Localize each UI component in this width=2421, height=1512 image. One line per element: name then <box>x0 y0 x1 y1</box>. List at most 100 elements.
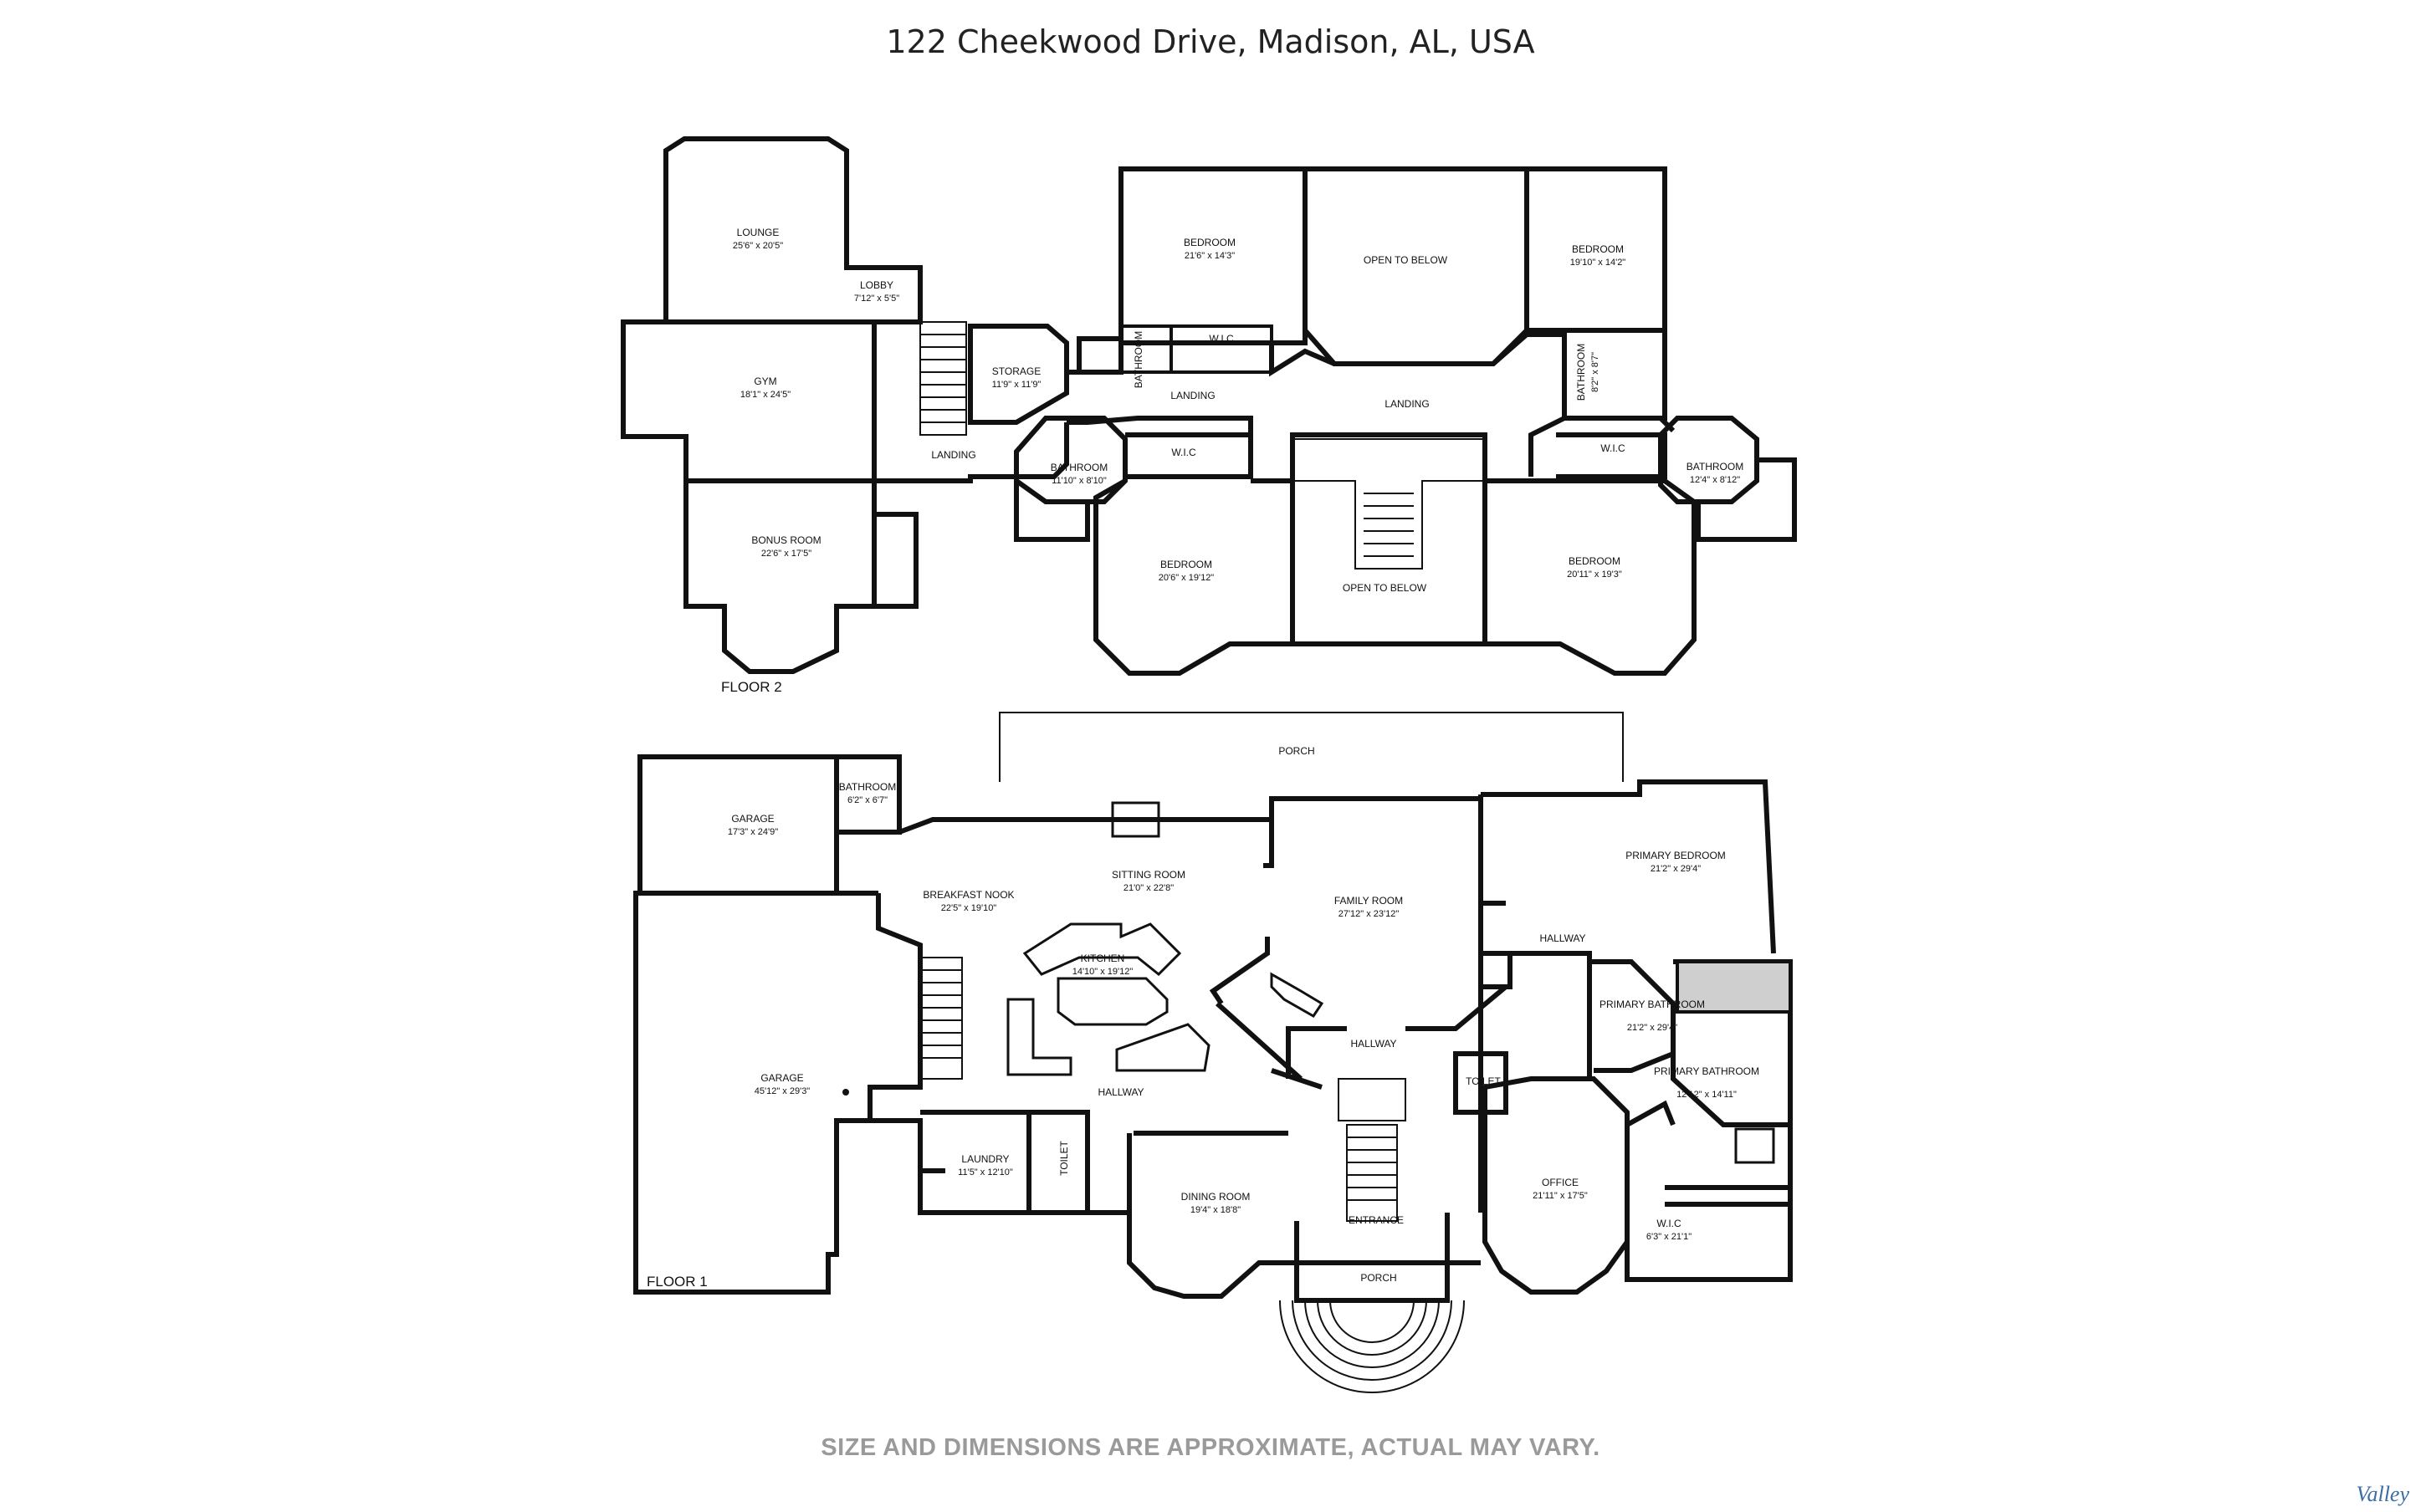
wall-primary-bath-1 <box>1587 959 1676 1079</box>
bathroom-right-label: BATHROOM <box>1575 344 1587 401</box>
hallway-center-label: HALLWAY <box>1350 1038 1396 1050</box>
page-title: 122 Cheekwood Drive, Madison, AL, USA <box>886 23 1535 60</box>
bedroom-nw-dims: 21'6" x 14'3" <box>1185 251 1235 261</box>
office-label: OFFICE <box>1542 1177 1579 1188</box>
bedroom-sw-dims: 20'6" x 19'12" <box>1159 573 1215 583</box>
primary-bedroom-dims: 21'2" x 29'4" <box>1651 864 1701 874</box>
family-room-label: FAMILY ROOM <box>1334 895 1403 907</box>
sitting-room-label: SITTING ROOM <box>1112 869 1185 881</box>
gym-dims: 18'1" x 24'5" <box>740 390 791 400</box>
bathroom-mid-label: BATHROOM <box>1133 331 1144 388</box>
wall-bathroom-sw-closet <box>1014 460 1090 542</box>
laundry-dims: 11'5" x 12'10" <box>958 1167 1013 1177</box>
wall-dining <box>1127 1131 1299 1299</box>
wall-wic-se <box>1556 432 1667 479</box>
office-dims: 21'11" x 17'5" <box>1533 1191 1588 1201</box>
bathroom-sw-label: BATHROOM <box>1051 462 1108 473</box>
bonus-room-label: BONUS ROOM <box>751 534 821 546</box>
wall-toilet-right <box>1453 1051 1508 1115</box>
grand-stairs-upper <box>1292 438 1486 570</box>
dining-room-label: DINING ROOM <box>1181 1191 1251 1203</box>
lounge-label: LOUNGE <box>737 227 780 238</box>
wall-office <box>1482 1076 1630 1295</box>
floor-1-plan <box>633 712 1793 1393</box>
lounge-dims: 25'6" x 20'5" <box>733 241 783 251</box>
wic-se-label: W.I.C <box>1600 442 1625 454</box>
laundry-label: LAUNDRY <box>961 1153 1009 1165</box>
garage-small-label: GARAGE <box>731 813 774 825</box>
storage-dims: 11'9" x 11'9" <box>992 380 1042 390</box>
wall-entrance <box>1294 1213 1481 1303</box>
wall-bonus-closet <box>874 512 919 609</box>
bathroom-f1-label: BATHROOM <box>839 781 896 793</box>
wall-bonus-room <box>683 478 877 674</box>
wall-main-outline <box>633 779 1776 1295</box>
primary-bath-alcove <box>1676 960 1792 1014</box>
kitchen-counter-right <box>1115 1023 1210 1072</box>
toilet-left-label: TOILET <box>1058 1140 1070 1175</box>
bathroom-right-dims: 8'2" x 8'7" <box>1590 352 1600 392</box>
wic-sw-label: W.I.C <box>1171 447 1196 458</box>
porch-front-label: PORCH <box>1360 1272 1396 1284</box>
bedroom-ne-dims: 19'10" x 14'2" <box>1570 258 1626 268</box>
entrance-label: ENTRANCE <box>1349 1214 1404 1226</box>
landing-mid-label: LANDING <box>1170 390 1215 401</box>
wall-entry-stairs <box>1338 1078 1406 1222</box>
garage-marker <box>842 1089 849 1096</box>
stairs-breakfast <box>920 957 963 1080</box>
floor-labels: FLOOR 2 LOUNGE 25'6" x 20'5" LOBBY 7'12"… <box>647 227 1759 1290</box>
wall-storage <box>968 324 1069 425</box>
porch-top-label: PORCH <box>1278 745 1314 757</box>
dining-room-dims: 19'4" x 18'8" <box>1190 1205 1241 1215</box>
sitting-room-dims: 21'0" x 22'8" <box>1123 883 1174 893</box>
breakfast-nook-label: BREAKFAST NOOK <box>923 889 1014 901</box>
wall-bathroom-right <box>1562 328 1667 421</box>
toilet-right-label: TOILET <box>1466 1075 1501 1087</box>
garage-large-label: GARAGE <box>760 1072 803 1084</box>
bedroom-nw-label: BEDROOM <box>1184 237 1236 248</box>
kitchen-dims: 14'10" x 19'12" <box>1072 967 1134 977</box>
wall-bathroom-f1 <box>834 754 902 835</box>
bedroom-se-label: BEDROOM <box>1569 555 1620 567</box>
watermark-logo: Valley <box>2356 1482 2409 1506</box>
garage-small-dims: 17'3" x 24'9" <box>728 827 778 837</box>
wic-f1-label: W.I.C <box>1656 1218 1681 1229</box>
bedroom-sw-label: BEDROOM <box>1160 559 1212 570</box>
primary-bedroom-label: PRIMARY BEDROOM <box>1625 850 1726 861</box>
wall-bathroom-se <box>1658 416 1759 504</box>
wall-laundry <box>920 1110 1090 1215</box>
wall-bedroom-se <box>1485 478 1697 676</box>
wall-hallway-right <box>1481 901 1592 989</box>
kitchen-island <box>1057 977 1169 1026</box>
wic-top-label: W.I.C <box>1209 333 1234 345</box>
front-steps <box>1279 1300 1465 1393</box>
floor-2-label: FLOOR 2 <box>721 679 782 695</box>
wall-gym <box>621 319 877 483</box>
bathtub <box>1734 1127 1775 1164</box>
hallway-right-label: HALLWAY <box>1539 932 1585 944</box>
disclaimer: SIZE AND DIMENSIONS ARE APPROXIMATE, ACT… <box>821 1434 1600 1461</box>
bathroom-se-label: BATHROOM <box>1687 461 1743 472</box>
primary-bath-2-dims: 12'12" x 14'11" <box>1676 1090 1737 1100</box>
landing-center-label: LANDING <box>1385 398 1429 410</box>
kitchen-label: KITCHEN <box>1081 953 1125 964</box>
garage-large-dims: 45'12" x 29'3" <box>755 1086 811 1096</box>
wall-wic <box>1625 1100 1793 1282</box>
bonus-room-dims: 22'6" x 17'5" <box>761 549 811 559</box>
wall-bathroom-se-closet <box>1696 457 1797 542</box>
primary-bath-2-label: PRIMARY BATHROOM <box>1654 1065 1759 1077</box>
family-room-dims: 27'12" x 23'12" <box>1338 909 1400 919</box>
bathroom-sw-dims: 11'10" x 8'10" <box>1052 476 1107 486</box>
wall-bedroom-nw <box>1118 166 1308 345</box>
fireplace-sitting <box>1111 801 1160 838</box>
hallway-left-label: HALLWAY <box>1098 1086 1144 1098</box>
open-below-bottom-label: OPEN TO BELOW <box>1343 582 1427 594</box>
primary-bath-1-label: PRIMARY BATHROOM <box>1599 999 1705 1010</box>
bedroom-se-dims: 20'11" x 19'3" <box>1567 570 1622 580</box>
wall-open-below-bottom <box>1290 432 1487 646</box>
wall-garage-small <box>637 754 839 896</box>
family-counter <box>1270 972 1324 1018</box>
bedroom-ne-label: BEDROOM <box>1572 243 1624 255</box>
gym-label: GYM <box>754 375 776 387</box>
